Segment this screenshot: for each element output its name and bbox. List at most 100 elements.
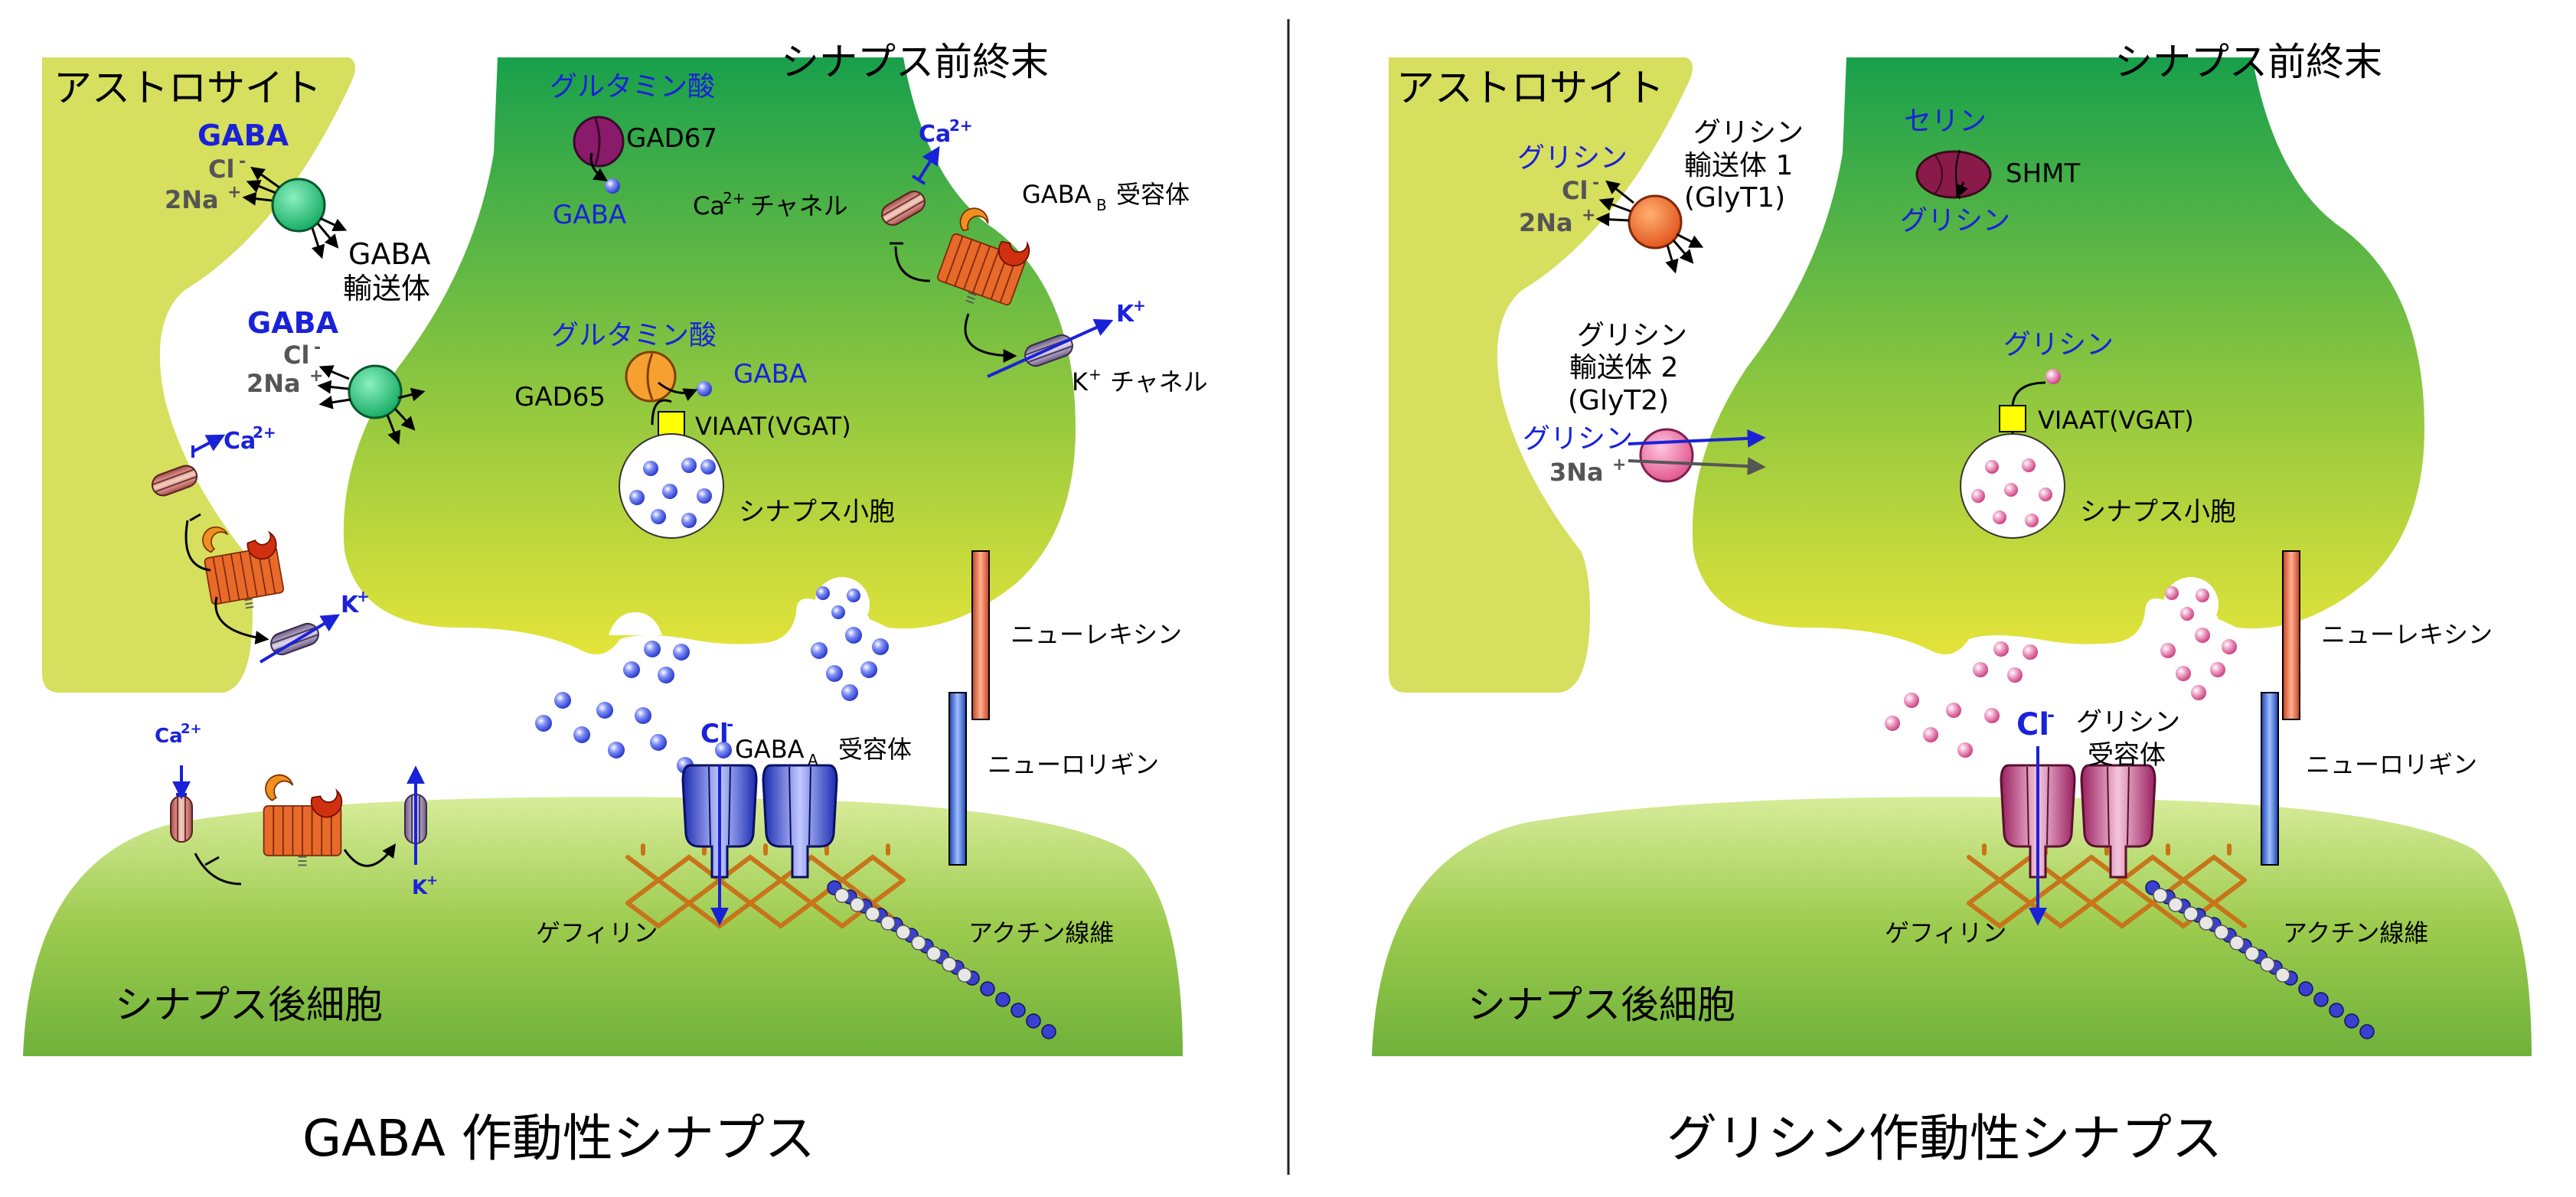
glycine-1-label: グリシン — [1517, 142, 1628, 174]
post-ca-ion-sup: 2+ — [181, 721, 202, 737]
glyt2-label-1: グリシン — [1577, 320, 1687, 351]
pre-k-channel-label: チャネル — [1110, 367, 1208, 396]
astro-gabab-receptor — [198, 516, 287, 615]
astro-cl-1-sup: - — [239, 152, 246, 171]
gabaa-sub: A — [808, 751, 818, 769]
glyt1-label-1: グリシン — [1693, 117, 1804, 148]
right-panel: アストロサイト シナプス前終末 シナプス後細胞 グリシン作動性シナプス グリシン… — [1372, 40, 2532, 1168]
astro-ca-label: Ca — [224, 428, 256, 455]
pre-ca-sup: 2+ — [723, 189, 745, 207]
neurexin-right — [2282, 550, 2300, 720]
right-na-1-sup: + — [1582, 206, 1595, 225]
viaat-transporter-right — [1999, 405, 2026, 432]
actin-label: アクチン線維 — [968, 918, 1114, 947]
post-k-ion: K — [412, 876, 428, 899]
right-presynaptic-label: シナプス前終末 — [2114, 40, 2382, 84]
astro-cl-2: Cl — [283, 341, 309, 370]
left-presynaptic-label: シナプス前終末 — [781, 40, 1049, 84]
postsynaptic-cell-right — [1372, 797, 2532, 1056]
postsynaptic-cell — [23, 797, 1183, 1056]
gaba-transporter-label-2: 輸送体 — [343, 272, 430, 305]
right-post-cl: Cl — [2016, 707, 2049, 742]
astro-na-2: 2Na — [246, 369, 301, 398]
post-cl-label: Cl — [700, 719, 729, 749]
glyt2-label-2: 輸送体 2 — [1569, 352, 1678, 383]
glutamate-top-label: グルタミン酸 — [550, 71, 715, 103]
right-astrocyte-label: アストロサイト — [1396, 66, 1664, 110]
right-cl-1: Cl — [1562, 176, 1588, 205]
viaat-label-right: VIAAT(VGAT) — [2038, 406, 2194, 435]
astrocyte-shape-right — [1389, 57, 1693, 693]
actin-filament-right — [2145, 880, 2375, 1039]
post-ca-channel — [170, 795, 193, 843]
astro-ca-sup: 2+ — [253, 423, 276, 442]
astro-na-2-sup: + — [309, 367, 323, 386]
post-gabab-receptor — [263, 774, 343, 866]
astrocyte-shape — [42, 57, 355, 693]
glyr-label-1: グリシン — [2076, 707, 2180, 738]
right-na-3-sup: + — [1612, 455, 1626, 475]
gabaa-label: GABA — [735, 735, 805, 764]
neurexin-label-right: ニューレキシン — [2321, 620, 2493, 649]
astro-cl-2-sup: - — [314, 338, 321, 357]
gabab-sub: B — [1096, 196, 1107, 214]
gaba-transporter-label-1: GABA — [348, 237, 431, 271]
left-caption: GABA 作動性シナプス — [302, 1109, 815, 1168]
gaba-top-label: GABA — [553, 200, 626, 230]
neuroligin-label: ニューロリギン — [988, 750, 1159, 779]
gad67-enzyme — [573, 116, 625, 194]
astro-gaba-transporter-2 — [317, 364, 426, 445]
left-astrocyte-label: アストロサイト — [54, 66, 322, 110]
astro-gaba-transporter-1 — [242, 166, 348, 259]
vesicle-gaba-particles — [629, 458, 716, 528]
gabab-tail: 受容体 — [1116, 180, 1190, 209]
gad65-enzyme — [625, 351, 712, 403]
neuroligin-right — [2261, 692, 2279, 866]
left-postsynaptic-label: シナプス後細胞 — [115, 983, 383, 1027]
glycine-free — [2045, 369, 2061, 384]
astro-k-label: K — [341, 592, 360, 618]
glycine-mid-label: グリシン — [2003, 329, 2114, 360]
gephyrin-label-right: ゲフィリン — [1885, 918, 2006, 947]
pre-ca-channel-label: チャネル — [750, 191, 848, 220]
glutamate-mid-label: グルタミン酸 — [551, 320, 717, 351]
vesicle-label-right: シナプス小胞 — [2080, 497, 2236, 527]
astro-gaba-2: GABA — [247, 306, 339, 340]
right-cl-1-sup: - — [1592, 174, 1599, 193]
shmt-label: SHMT — [2006, 158, 2080, 189]
actin-label-right: アクチン線維 — [2283, 918, 2428, 947]
glyt1-label-3: (GlyT1) — [1684, 182, 1785, 214]
astro-gaba-1: GABA — [198, 119, 289, 152]
post-cl-sup: - — [726, 716, 733, 735]
gephyrin-label: ゲフィリン — [536, 918, 658, 947]
shmt-enzyme — [1915, 150, 1992, 199]
left-panel: アストロサイト シナプス前終末 シナプス後細胞 GABA 作動性シナプス GAB… — [23, 40, 1208, 1168]
glycine-top-label: グリシン — [1900, 205, 2010, 236]
gad65-label: GAD65 — [514, 382, 606, 413]
gad67-label: GAD67 — [626, 123, 717, 154]
viaat-label: VIAAT(VGAT) — [695, 412, 851, 441]
vesicle-label: シナプス小胞 — [739, 497, 895, 527]
pre-k-label: K — [1072, 367, 1089, 396]
actin-filament — [827, 880, 1056, 1039]
pre-ca-label: Ca — [693, 191, 725, 220]
astro-na-1: 2Na — [165, 185, 219, 214]
cleft-glycine-particles — [1885, 586, 2237, 781]
glyt2-transporter — [1628, 428, 1766, 483]
pre-ca-ion-sup: 2+ — [949, 116, 973, 135]
glyt1-transporter — [1595, 180, 1704, 274]
fusion-gaba-particles — [816, 586, 860, 619]
astro-na-1-sup: + — [227, 183, 241, 202]
post-ca-ion: Ca — [155, 725, 183, 748]
neurexin — [971, 550, 990, 720]
serine-label: セリン — [1904, 106, 1987, 137]
glyt1-label-2: 輸送体 1 — [1684, 150, 1793, 181]
right-caption: グリシン作動性シナプス — [1667, 1109, 2222, 1168]
gabab-label: GABA — [1022, 180, 1092, 209]
glyt2-label-3: (GlyT2) — [1568, 385, 1669, 416]
astro-k-sup: + — [357, 587, 370, 605]
presynaptic-terminal-right — [1692, 57, 2424, 654]
right-postsynaptic-label: シナプス後細胞 — [1468, 983, 1735, 1027]
right-post-cl-sup: - — [2047, 704, 2055, 726]
